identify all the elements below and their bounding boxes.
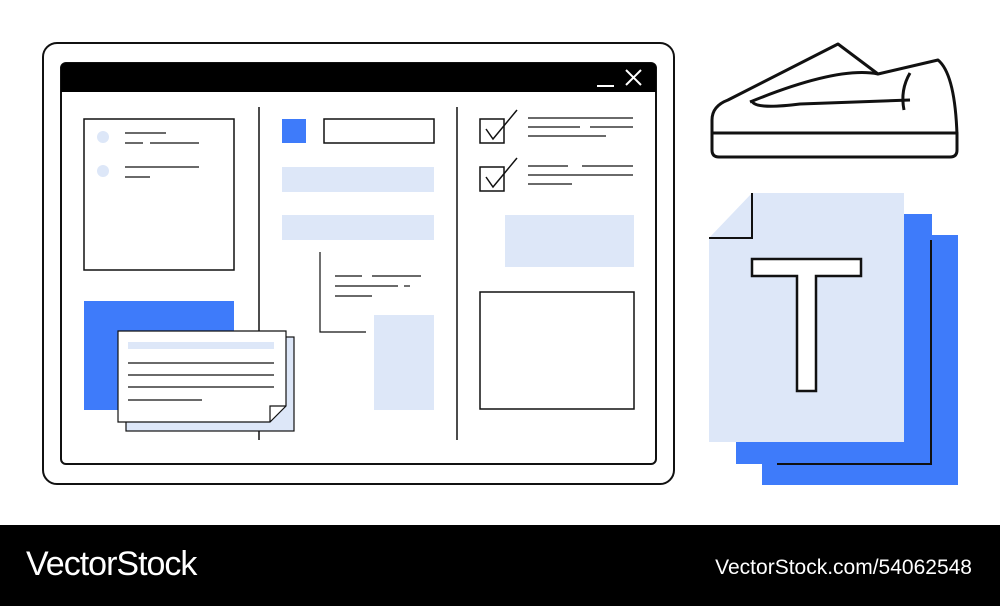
bullet-icon (97, 131, 109, 143)
bullet-icon (97, 165, 109, 177)
content-block (374, 315, 434, 410)
text-input[interactable] (323, 118, 435, 144)
illustration (42, 42, 959, 485)
list-card (83, 118, 235, 271)
close-icon[interactable] (625, 69, 642, 86)
image-placeholder (479, 291, 635, 410)
checkbox-checked-icon[interactable] (479, 157, 518, 192)
content-block (505, 215, 634, 267)
checklist-column (479, 109, 635, 410)
connector-line (319, 252, 366, 333)
input-bar (282, 215, 434, 240)
form-column (282, 118, 435, 410)
watermark-footer: VectorStock VectorStock.com/54062548 (0, 525, 1000, 606)
brand-logo-text: VectorStock (26, 545, 197, 583)
stock-id-text: VectorStock.com/54062548 (715, 556, 972, 579)
text-document-icon (709, 193, 958, 485)
checkbox-checked-icon[interactable] (479, 109, 518, 144)
sneaker-icon (710, 42, 959, 159)
input-bar (282, 167, 434, 192)
checkbox-filled (282, 119, 306, 143)
window-titlebar (61, 63, 656, 92)
note-stack (117, 330, 295, 432)
